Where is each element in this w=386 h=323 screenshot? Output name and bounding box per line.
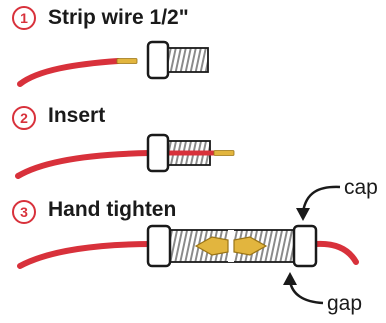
step-3-number-badge: 3	[12, 200, 36, 224]
step-3-left-cap	[146, 224, 172, 268]
step-1-number: 1	[20, 10, 28, 26]
gap-arrow-head	[283, 272, 297, 285]
step-3-right-brass-ferrule	[233, 236, 268, 256]
cap-callout-label: cap	[344, 176, 378, 199]
step-3-right-wire	[313, 240, 359, 265]
step-2-illustration	[15, 133, 235, 179]
step-1-label: Strip wire 1/2"	[48, 6, 189, 29]
cap-arrow-line	[301, 185, 341, 213]
step-3-left-brass-ferrule	[194, 236, 229, 256]
step-1-illustration	[17, 40, 209, 87]
gap-callout-label: gap	[327, 292, 363, 315]
step-1-cap-thread	[167, 47, 209, 73]
step-2-cap-head	[146, 133, 170, 173]
step-2-number-badge: 2	[12, 106, 36, 130]
cap-arrow-head	[296, 208, 310, 221]
step-2-number: 2	[20, 110, 28, 126]
step-3-number: 3	[20, 204, 28, 220]
step-3-illustration	[17, 185, 359, 305]
step-1-red-wire	[17, 58, 121, 87]
step-3-label: Hand tighten	[48, 198, 177, 221]
step-2-label: Insert	[48, 104, 106, 127]
step-2-red-wire	[15, 150, 153, 179]
step-1-exposed-copper	[116, 58, 138, 64]
step-3-center-gap	[228, 230, 234, 262]
step-2-exposed-copper	[213, 150, 235, 156]
step-2-wire-through	[145, 150, 215, 156]
step-3-left-wire	[17, 241, 155, 269]
step-3-right-cap	[292, 224, 318, 268]
step-1-number-badge: 1	[12, 6, 36, 30]
step-1-cap-head	[146, 40, 170, 80]
